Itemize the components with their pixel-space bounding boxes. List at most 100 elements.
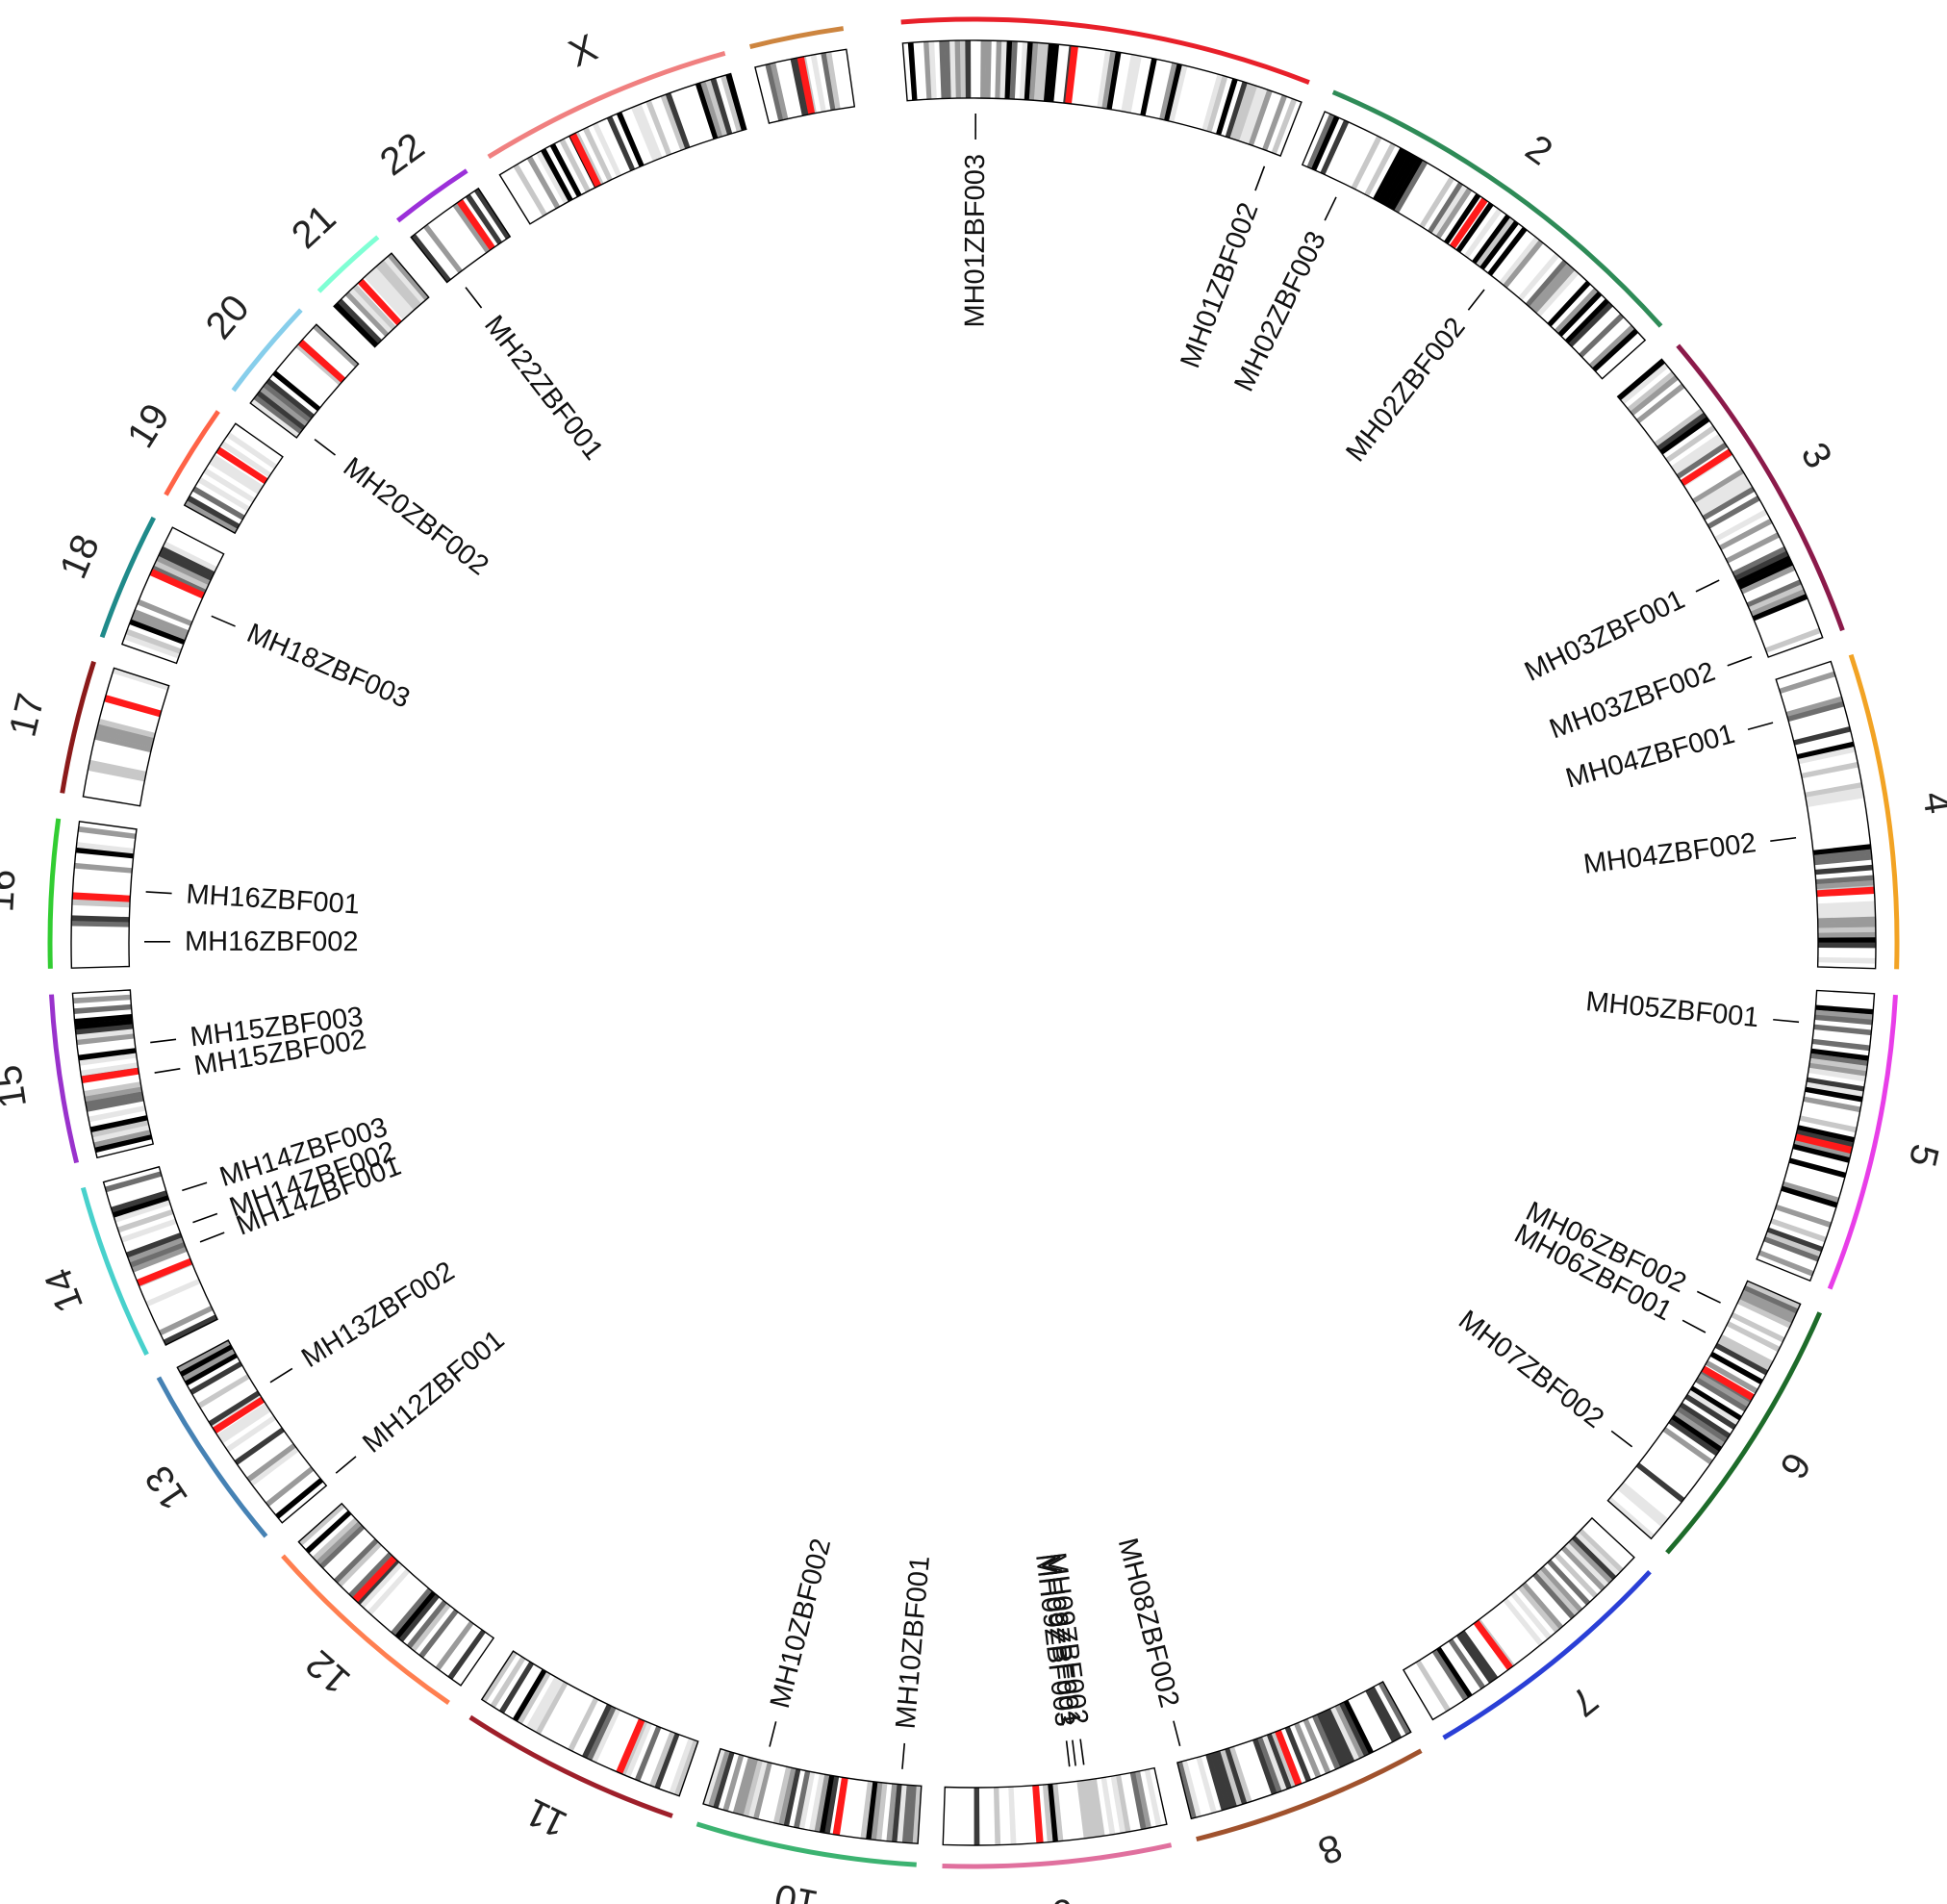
chromosome-ideogram-16 — [70, 821, 138, 969]
chromosome-label-15: 15 — [0, 1062, 35, 1111]
highlight-band — [357, 278, 402, 326]
chromosome-label-X: X — [563, 26, 603, 75]
chromosome-label-10: 10 — [771, 1875, 822, 1904]
marker-tick — [901, 1742, 906, 1769]
marker-label: MH10ZBF002 — [765, 1536, 837, 1712]
highlight-band — [81, 1067, 139, 1083]
chromosome-ideogram-18 — [120, 526, 225, 665]
highlight-band — [569, 132, 602, 188]
marker-label: MH16ZBF001 — [186, 879, 361, 921]
chromosome-arc-14 — [80, 1186, 149, 1356]
chromosome-ideogram-10 — [702, 1747, 923, 1844]
highlight-band — [212, 1396, 266, 1434]
chromosome-arc-21 — [316, 235, 380, 293]
chromosome-label-13: 13 — [138, 1459, 196, 1518]
highlight-band — [1032, 1785, 1044, 1843]
chromosome-label-19: 19 — [119, 396, 178, 455]
chromosome-label-6: 6 — [1771, 1445, 1818, 1485]
marker-tick — [1610, 1430, 1633, 1448]
marker-label: MH10ZBF001 — [891, 1555, 936, 1731]
chromosome-label-20: 20 — [198, 287, 258, 346]
chromosome-arc-X — [487, 50, 726, 160]
marker-label: MH20ZBF002 — [338, 451, 494, 581]
marker-tick — [182, 1181, 208, 1192]
chromosome-ideogram-11 — [480, 1650, 699, 1797]
chromosome-ideogram-7 — [1402, 1516, 1635, 1721]
chromosome-ideogram-15 — [71, 989, 155, 1159]
highlight-band — [215, 446, 268, 485]
marker-tick — [1072, 1739, 1076, 1766]
marker-label: MH18ZBF003 — [242, 618, 415, 715]
highlight-band — [149, 569, 206, 599]
chromosome-ideogram-X — [498, 72, 747, 225]
chromosome-ideogram-5 — [1756, 989, 1876, 1282]
chromosome-label-Y: Y — [771, 0, 804, 11]
chromosome-label-5: 5 — [1901, 1140, 1947, 1170]
marker-tick — [145, 891, 172, 895]
chromosome-arc-15 — [49, 994, 80, 1164]
marker-tick — [1747, 722, 1774, 731]
marker-tick — [335, 1456, 357, 1474]
highlight-band — [72, 892, 131, 902]
marker-label: MH12ZBF001 — [357, 1325, 510, 1460]
marker-tick — [314, 439, 336, 456]
chromosome-ideogram-1 — [901, 39, 1302, 157]
chromosome-ideograms — [70, 39, 1877, 1846]
chromosome-ideogram-13 — [176, 1339, 328, 1524]
highlight-band — [352, 1555, 397, 1603]
chromosome-ideogram-4 — [1775, 660, 1877, 970]
highlight-band — [1275, 1729, 1302, 1787]
marker-tick — [150, 1038, 177, 1044]
highlight-band — [297, 339, 346, 383]
marker-label: MH01ZBF003 — [960, 154, 991, 328]
highlight-band — [456, 198, 495, 251]
marker-tick — [1696, 1290, 1721, 1304]
marker-tick — [1324, 196, 1337, 221]
chromosome-label-17: 17 — [1, 689, 52, 741]
chromosome-arc-9 — [942, 1842, 1173, 1869]
chromosome-arc-11 — [468, 1714, 673, 1818]
highlight-band — [1794, 1133, 1853, 1155]
chromosome-ideogram-3 — [1616, 358, 1824, 658]
chromosome-arc-6 — [1665, 1311, 1823, 1555]
highlight-band — [616, 1718, 645, 1775]
highlight-band — [104, 695, 162, 718]
marker-tick — [1254, 165, 1266, 191]
marker-tick — [269, 1367, 293, 1384]
marker-tick — [1770, 836, 1797, 842]
marker-label: MH13ZBF002 — [296, 1256, 460, 1374]
chromosome-label-22: 22 — [372, 125, 432, 185]
chromosome-ideogram-9 — [942, 1766, 1168, 1846]
chromosome-ideogram-17 — [82, 667, 170, 807]
chromosome-arc-17 — [60, 660, 96, 794]
marker-tick — [1079, 1739, 1085, 1765]
highlight-band — [1701, 1365, 1756, 1401]
marker-tick — [1727, 655, 1753, 667]
chromosome-arc-4 — [1848, 653, 1900, 970]
chromosome-label-11: 11 — [519, 1790, 574, 1845]
chromosome-label-21: 21 — [284, 196, 344, 257]
highlight-band — [136, 1257, 193, 1286]
chromosome-ideogram-20 — [249, 323, 360, 439]
chromosome-label-4: 4 — [1914, 789, 1947, 816]
marker-tick — [769, 1721, 777, 1747]
chromosome-ideogram-Y — [754, 48, 856, 124]
marker-label: MH05ZBF001 — [1584, 986, 1760, 1033]
chromosome-label-12: 12 — [298, 1641, 358, 1701]
marker-tick — [192, 1212, 218, 1224]
highlight-band — [1473, 1619, 1514, 1671]
chromosome-ideogram-12 — [297, 1502, 495, 1687]
chromosome-arc-22 — [395, 168, 468, 223]
chromosome-ideogram-8 — [1176, 1680, 1412, 1820]
chromosome-label-9: 9 — [1049, 1891, 1075, 1904]
highlight-band — [1680, 448, 1732, 487]
chromosome-label-7: 7 — [1562, 1678, 1606, 1724]
highlight-band — [832, 1777, 848, 1836]
marker-label: MH02ZBF002 — [1340, 312, 1471, 468]
chromosome-arc-12 — [281, 1554, 450, 1706]
chromosome-ideogram-14 — [102, 1165, 218, 1346]
chromosome-arc-1 — [900, 16, 1310, 85]
chromosome-arc-5 — [1827, 994, 1898, 1290]
chromosome-label-18: 18 — [52, 528, 108, 584]
